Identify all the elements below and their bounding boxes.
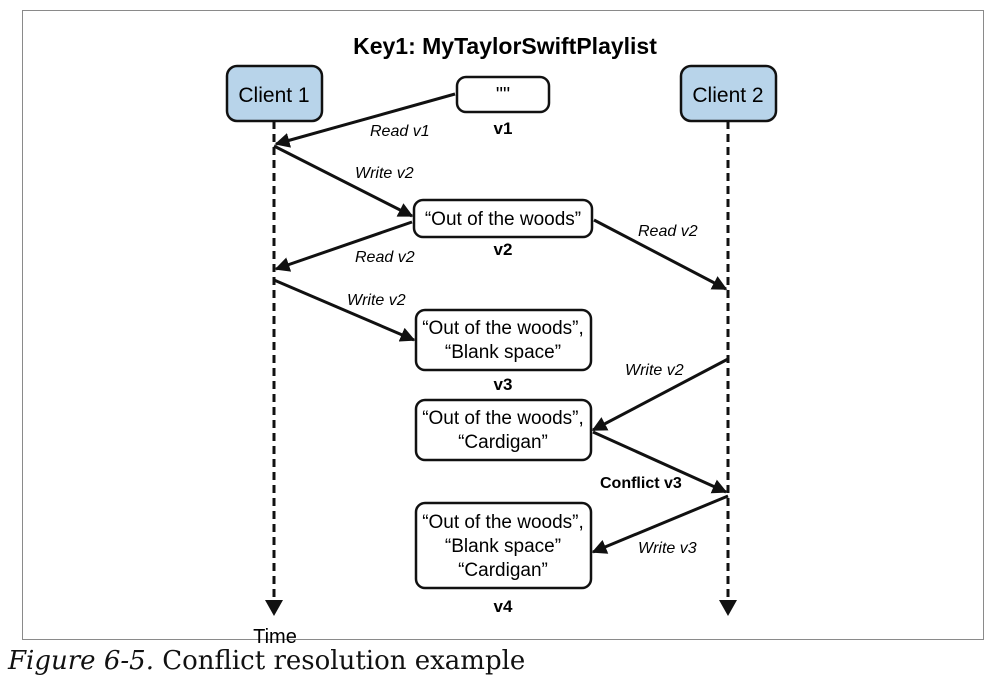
state-cardigan-line-2: “Cardigan” xyxy=(458,432,548,453)
figure-number: Figure 6-5. xyxy=(8,646,154,676)
arrow-label-write-v2-blank-space: Write v2 xyxy=(347,292,406,309)
time-label: Time xyxy=(253,626,297,648)
arrow-label-write-v2-cardigan: Write v2 xyxy=(625,362,684,379)
arrow-label-conflict-v3: Conflict v3 xyxy=(600,475,682,492)
arrow-label-read-v2-client2: Read v2 xyxy=(638,223,698,240)
client-1-label: Client 1 xyxy=(238,84,309,107)
state-v3-line-2: “Blank space” xyxy=(445,342,561,363)
client-2-label: Client 2 xyxy=(692,84,763,107)
figure-caption: Figure 6-5. Conflict resolution example xyxy=(8,646,525,676)
state-v2-line-1: “Out of the woods” xyxy=(425,209,581,230)
state-v4-line-2: “Blank space” xyxy=(445,536,561,557)
client-2-timeline-arrowhead xyxy=(719,600,737,616)
version-label-v1: v1 xyxy=(494,119,513,138)
arrow-read-v2-client2 xyxy=(593,218,728,291)
arrow-read-v1 xyxy=(274,92,456,148)
arrow-label-read-v2-client1: Read v2 xyxy=(355,249,415,266)
figure-caption-text: Conflict resolution example xyxy=(162,646,526,676)
state-v1-line-1: "" xyxy=(496,84,510,106)
state-v3-line-1: “Out of the woods”, xyxy=(422,318,584,339)
arrow-label-read-v1: Read v1 xyxy=(370,123,430,140)
state-box-cardigan: “Out of the woods”, “Cardigan” xyxy=(414,398,593,462)
diagram-title: Key1: MyTaylorSwiftPlaylist xyxy=(353,33,657,59)
client-1-timeline-arrowhead xyxy=(265,600,283,616)
arrow-write-v3 xyxy=(591,494,729,554)
arrow-conflict-v3 xyxy=(592,430,728,494)
state-v4-line-3: “Cardigan” xyxy=(458,560,548,581)
state-v4-line-1: “Out of the woods”, xyxy=(422,512,584,533)
client-2: Client 2 xyxy=(679,64,778,123)
state-box-v1: "" xyxy=(455,75,551,114)
diagram-frame xyxy=(22,10,984,640)
version-label-v3: v3 xyxy=(494,375,513,394)
arrow-label-write-v2-client1: Write v2 xyxy=(355,165,414,182)
version-label-v4: v4 xyxy=(494,597,513,616)
arrow-read-v2-client1 xyxy=(274,220,413,272)
state-box-v2: “Out of the woods” xyxy=(412,198,594,239)
client-1: Client 1 xyxy=(225,64,324,123)
arrow-label-write-v3: Write v3 xyxy=(638,540,697,557)
arrow-write-v2-client1 xyxy=(273,144,414,218)
state-box-v4: “Out of the woods”, “Blank space” “Cardi… xyxy=(414,501,593,590)
arrow-write-v2-cardigan xyxy=(591,357,729,432)
state-box-v3: “Out of the woods”, “Blank space” xyxy=(414,308,593,372)
state-cardigan-line-1: “Out of the woods”, xyxy=(422,408,584,429)
version-label-v2: v2 xyxy=(494,240,513,259)
arrow-write-v2-blank-space xyxy=(273,278,416,342)
